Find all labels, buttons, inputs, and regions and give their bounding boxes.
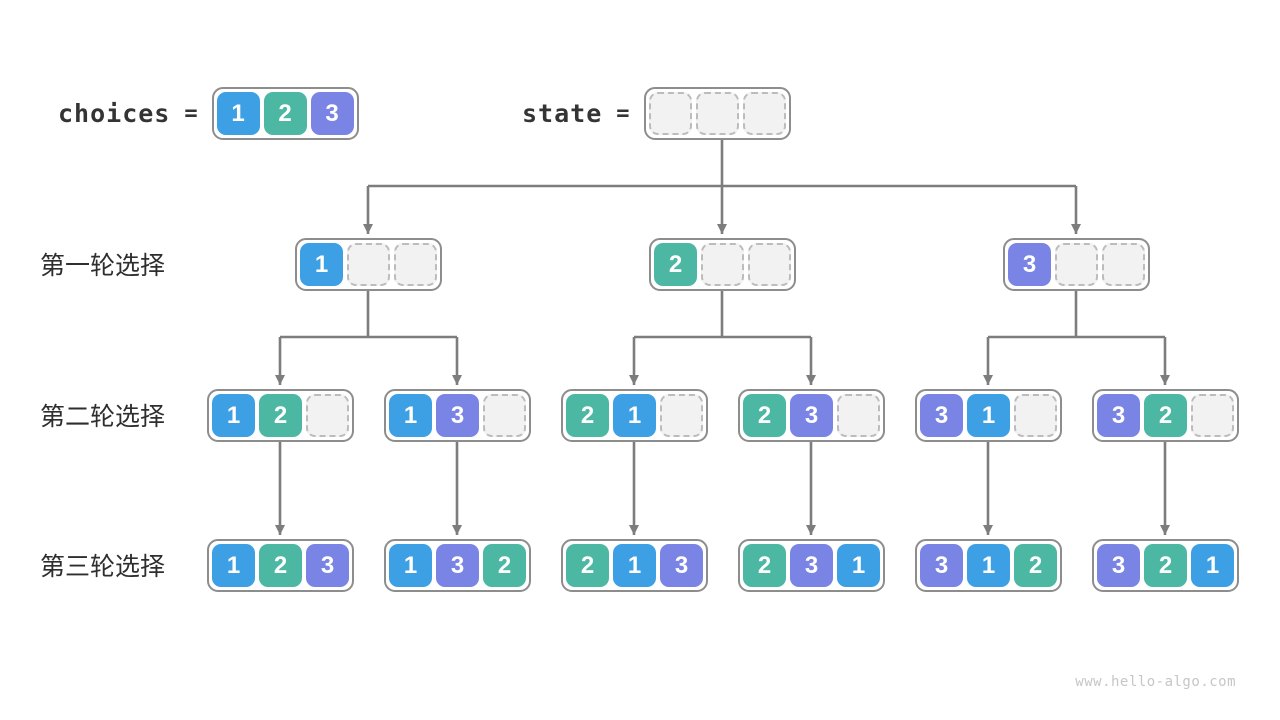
round-1-label: 第一轮选择 bbox=[40, 252, 166, 280]
state-equals-sign: = bbox=[616, 101, 630, 126]
value-cell-3: 3 bbox=[1097, 394, 1140, 437]
empty-cell bbox=[1014, 394, 1057, 437]
value-cell-3: 3 bbox=[790, 394, 833, 437]
value-cell-3: 3 bbox=[436, 394, 479, 437]
state-node-round1-2: 2 bbox=[649, 238, 796, 291]
choices-label: choices bbox=[58, 99, 171, 128]
empty-cell bbox=[483, 394, 526, 437]
state-node-round1-3: 3 bbox=[1003, 238, 1150, 291]
value-cell-1: 1 bbox=[389, 394, 432, 437]
round-3-label: 第三轮选择 bbox=[40, 553, 166, 581]
value-cell-2: 2 bbox=[259, 544, 302, 587]
empty-cell bbox=[1055, 243, 1098, 286]
empty-cell bbox=[748, 243, 791, 286]
empty-cell bbox=[701, 243, 744, 286]
empty-cell bbox=[695, 92, 739, 135]
value-cell-1: 1 bbox=[613, 394, 656, 437]
value-cell-3: 3 bbox=[310, 92, 354, 135]
value-cell-2: 2 bbox=[1014, 544, 1057, 587]
value-cell-1: 1 bbox=[967, 394, 1010, 437]
value-cell-1: 1 bbox=[837, 544, 880, 587]
value-cell-1: 1 bbox=[216, 92, 260, 135]
value-cell-2: 2 bbox=[743, 544, 786, 587]
value-cell-2: 2 bbox=[654, 243, 697, 286]
empty-cell bbox=[1191, 394, 1234, 437]
value-cell-2: 2 bbox=[1144, 544, 1187, 587]
value-cell-1: 1 bbox=[613, 544, 656, 587]
empty-cell bbox=[306, 394, 349, 437]
value-cell-1: 1 bbox=[212, 394, 255, 437]
empty-cell bbox=[347, 243, 390, 286]
empty-cell bbox=[394, 243, 437, 286]
empty-cell bbox=[648, 92, 692, 135]
value-cell-2: 2 bbox=[483, 544, 526, 587]
state-node-round1-1: 1 bbox=[295, 238, 442, 291]
state-group: state = bbox=[522, 87, 791, 140]
value-cell-1: 1 bbox=[212, 544, 255, 587]
value-cell-2: 2 bbox=[263, 92, 307, 135]
value-cell-3: 3 bbox=[1097, 544, 1140, 587]
state-label: state bbox=[522, 99, 603, 128]
state-array-box bbox=[643, 87, 791, 140]
value-cell-2: 2 bbox=[1144, 394, 1187, 437]
watermark: www.hello-algo.com bbox=[1075, 674, 1236, 690]
empty-cell bbox=[837, 394, 880, 437]
value-cell-3: 3 bbox=[920, 394, 963, 437]
value-cell-3: 3 bbox=[1008, 243, 1051, 286]
choices-equals-sign: = bbox=[184, 101, 198, 126]
value-cell-1: 1 bbox=[1191, 544, 1234, 587]
value-cell-2: 2 bbox=[566, 394, 609, 437]
value-cell-2: 2 bbox=[566, 544, 609, 587]
value-cell-3: 3 bbox=[920, 544, 963, 587]
value-cell-3: 3 bbox=[306, 544, 349, 587]
empty-cell bbox=[1102, 243, 1145, 286]
empty-cell bbox=[660, 394, 703, 437]
value-cell-3: 3 bbox=[790, 544, 833, 587]
value-cell-3: 3 bbox=[660, 544, 703, 587]
value-cell-2: 2 bbox=[743, 394, 786, 437]
empty-cell bbox=[742, 92, 786, 135]
value-cell-1: 1 bbox=[300, 243, 343, 286]
round-2-label: 第二轮选择 bbox=[40, 403, 166, 431]
value-cell-3: 3 bbox=[436, 544, 479, 587]
value-cell-1: 1 bbox=[389, 544, 432, 587]
value-cell-1: 1 bbox=[967, 544, 1010, 587]
value-cell-2: 2 bbox=[259, 394, 302, 437]
